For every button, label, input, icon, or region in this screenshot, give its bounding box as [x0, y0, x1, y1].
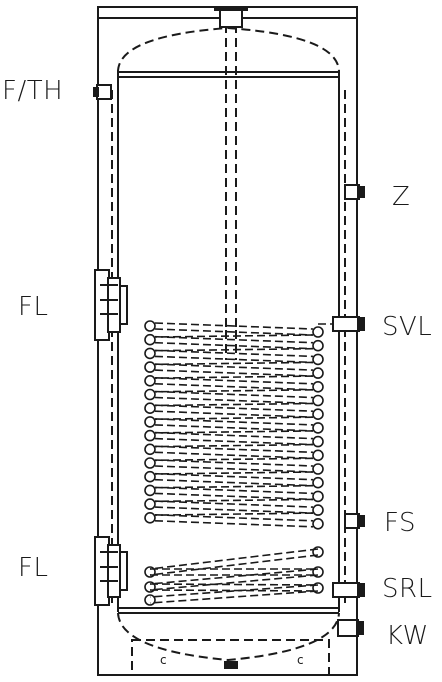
coil-tube — [144, 347, 156, 360]
kw-connector — [337, 619, 359, 637]
coil-tube — [312, 463, 324, 475]
foot-mark-right: c — [297, 653, 304, 667]
upper-heat-coil — [144, 320, 334, 530]
label-fl-lower: FL — [18, 553, 49, 583]
coil-tube — [144, 581, 156, 593]
fs-connector — [344, 513, 360, 529]
coil-tube — [312, 394, 324, 407]
coil-tube — [312, 504, 324, 516]
fth-connector — [96, 84, 112, 100]
coil-tube — [312, 435, 324, 448]
coil-tube — [312, 408, 324, 421]
coil-tube — [144, 566, 156, 578]
coil-tube — [144, 320, 156, 332]
coil-tube — [312, 490, 324, 503]
label-fl-upper: FL — [18, 292, 49, 322]
coil-tube — [144, 402, 156, 415]
bottom-dome — [117, 612, 340, 662]
flange-upper — [94, 269, 128, 341]
coil-tube — [312, 546, 324, 558]
coil-tube — [144, 470, 156, 483]
label-f-th: F/TH — [2, 76, 64, 106]
label-svl: SVL — [382, 312, 433, 342]
coil-tube — [144, 498, 156, 510]
coil-tube — [144, 443, 156, 456]
feet-frame — [131, 639, 330, 676]
coil-tube — [144, 416, 156, 428]
label-kw: KW — [386, 621, 429, 651]
coil-tube — [312, 582, 324, 594]
z-connector — [344, 184, 360, 200]
coil-tube — [312, 449, 324, 462]
bottom-drain — [224, 661, 238, 669]
coil-tube — [312, 339, 324, 352]
coil-tube — [144, 361, 156, 373]
coil-tube — [312, 422, 324, 434]
label-z: Z — [392, 182, 411, 212]
coil-tube — [312, 517, 324, 530]
coil-tube — [144, 484, 156, 497]
coil-tube — [144, 511, 156, 524]
flange-lower — [94, 536, 128, 606]
coil-tube — [144, 333, 156, 346]
coil-tube — [144, 457, 156, 469]
foot-mark-left: c — [160, 653, 167, 667]
lower-heat-coil — [144, 546, 324, 606]
coil-tube — [312, 380, 324, 393]
coil-tube — [312, 353, 324, 366]
coil-tube — [312, 367, 324, 379]
srl-connector — [332, 582, 360, 598]
coil-tube — [144, 388, 156, 401]
label-srl: SRL — [382, 574, 433, 604]
top-dome — [117, 26, 340, 73]
coil-tube — [144, 594, 156, 606]
coil-tube — [144, 374, 156, 387]
top-connector — [219, 8, 243, 28]
coil-tube — [144, 429, 156, 442]
coil-tube — [312, 326, 324, 338]
coil-tube — [312, 566, 324, 578]
svl-connector — [332, 316, 360, 332]
coil-tube — [312, 476, 324, 489]
label-fs: FS — [384, 508, 417, 538]
